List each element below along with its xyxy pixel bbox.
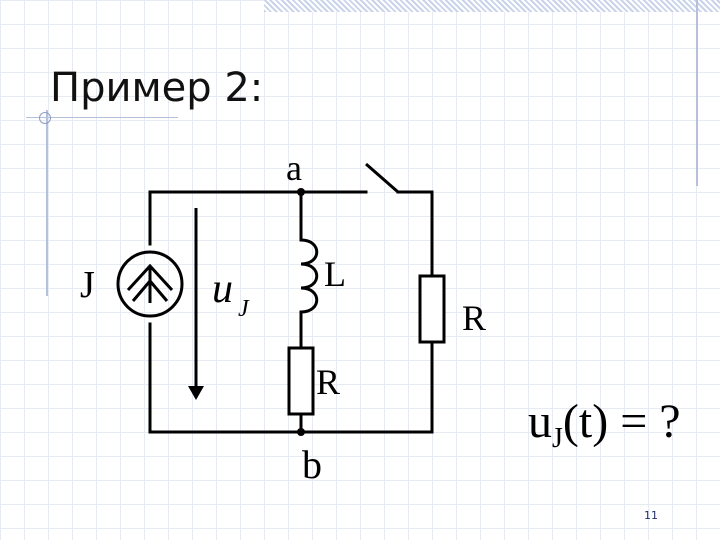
slide-title: Пример 2:	[50, 65, 264, 111]
question-expression: (t) = ?	[562, 395, 681, 448]
voltage-arrow-head	[188, 386, 204, 400]
page-number: 11	[644, 509, 658, 522]
switch-blade	[365, 162, 399, 194]
inductor-label: L	[324, 254, 346, 294]
crosshair-icon	[39, 112, 51, 124]
right-vertical-rule	[696, 0, 698, 186]
inductor-coil	[300, 238, 319, 314]
title-horizontal-rule	[26, 117, 178, 118]
voltage-label: u	[212, 266, 233, 312]
title-vertical-rule	[46, 110, 48, 296]
current-source-circle	[116, 250, 184, 318]
voltage-subscript: J	[238, 296, 250, 322]
node-a-label: a	[286, 148, 302, 188]
node-b-label: b	[302, 442, 322, 487]
current-source	[116, 250, 184, 318]
node-a-dot	[297, 188, 305, 196]
question-subscript: J	[552, 423, 563, 454]
resistor-switched-label: R	[462, 298, 486, 338]
resistor-series	[287, 346, 315, 416]
question-formula: uJ(t) = ?	[528, 394, 681, 457]
source-label: J	[80, 264, 95, 306]
top-decorative-bar	[264, 0, 720, 12]
resistor-switched	[418, 274, 446, 344]
inductor	[300, 238, 319, 314]
wires	[148, 190, 434, 434]
resistor-series-label: R	[316, 362, 340, 402]
node-b-dot	[297, 428, 305, 436]
switch	[365, 162, 399, 194]
question-base: u	[528, 395, 552, 448]
